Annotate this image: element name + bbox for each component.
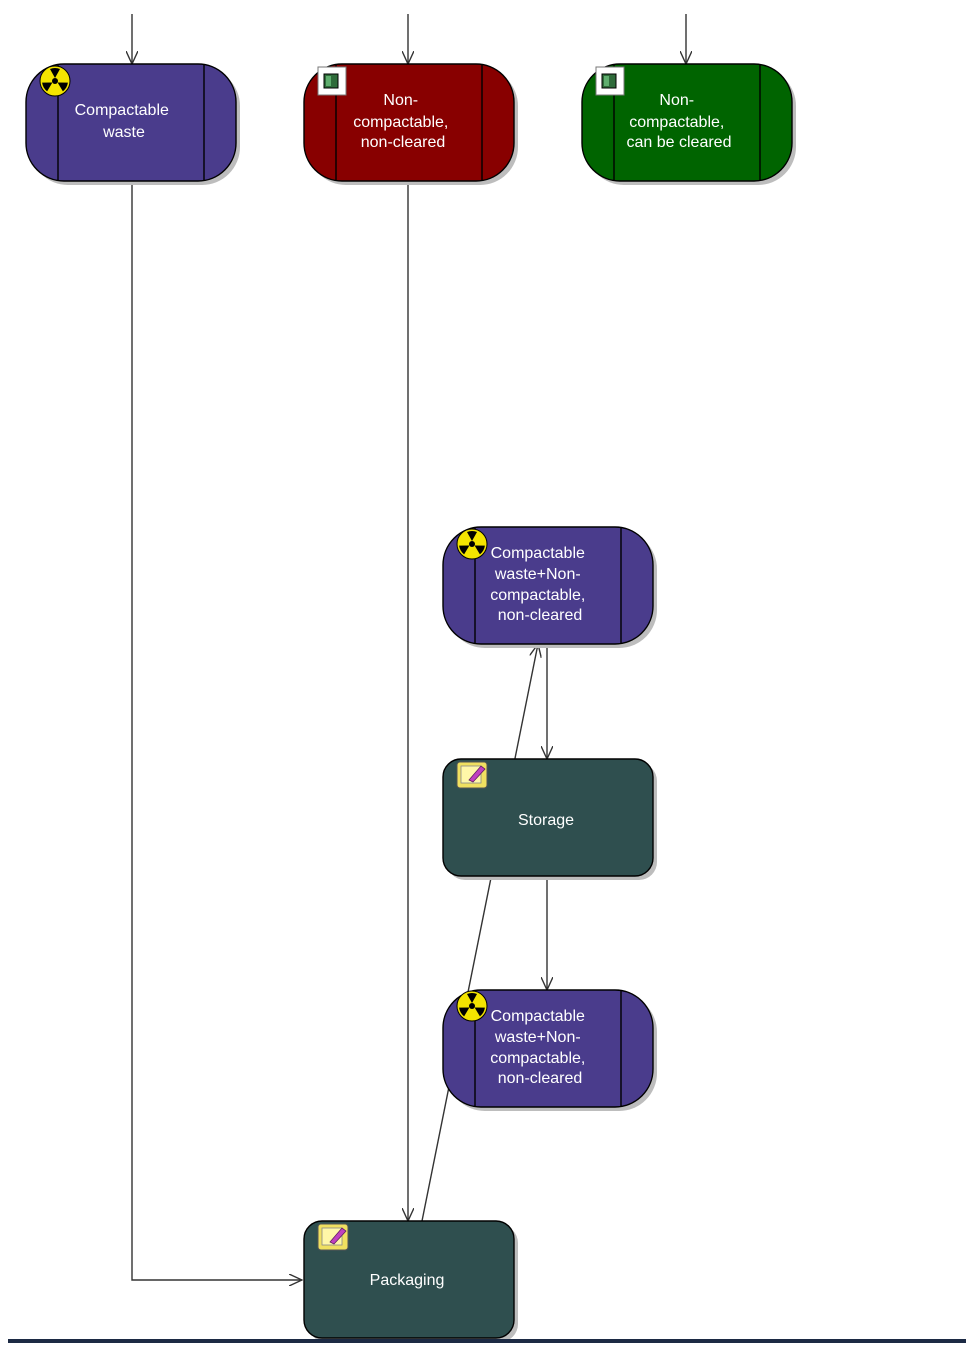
label-line: Storage (518, 812, 574, 829)
node-label: Compactable waste+Non- compactable, non-… (490, 545, 590, 624)
material-icon (595, 66, 625, 96)
node-combined-waste-1[interactable]: Compactable waste+Non- compactable, non-… (442, 526, 657, 648)
label-line: non-cleared (361, 134, 446, 151)
node-compactable-waste[interactable]: Compactable waste (25, 63, 240, 185)
edges (132, 14, 686, 1280)
node-label: Packaging (370, 1272, 445, 1289)
edge-compactable-waste-to-packaging (131, 182, 302, 1280)
radiation-icon (456, 990, 488, 1022)
node-body (303, 1220, 515, 1339)
edge-packaging-to-combined-waste (421, 644, 538, 1222)
label-line: can be cleared (627, 134, 732, 151)
process-icon (456, 761, 488, 789)
node-body (25, 63, 237, 182)
label-line: compactable, (629, 114, 724, 131)
node-label: Non- compactable, non-cleared (353, 92, 453, 151)
node-body (442, 526, 654, 645)
label-line: Compactable (75, 102, 169, 119)
node-body (581, 63, 793, 182)
node-storage[interactable]: Storage (442, 758, 657, 880)
node-combined-waste-2[interactable]: Compactable waste+Non- compactable, non-… (442, 989, 657, 1111)
label-line: Compactable (491, 1008, 585, 1025)
label-line: compactable, (490, 1050, 585, 1067)
label-line: Compactable (491, 545, 585, 562)
label-line: non-cleared (498, 1070, 583, 1087)
node-label: Compactable waste+Non- compactable, non-… (490, 1008, 590, 1087)
label-line: Packaging (370, 1272, 445, 1289)
process-icon (317, 1223, 349, 1251)
node-body (442, 758, 654, 877)
node-label: Compactable waste (75, 102, 174, 141)
label-line: Non- (659, 92, 694, 109)
material-icon (317, 66, 347, 96)
node-body (442, 989, 654, 1108)
label-line: waste (102, 124, 145, 141)
node-body (303, 63, 515, 182)
radiation-icon (39, 65, 71, 97)
node-non-compactable-cleared[interactable]: Non- compactable, can be cleared (581, 63, 796, 185)
label-line: waste+Non- (494, 566, 581, 583)
label-line: non-cleared (498, 607, 583, 624)
label-line: compactable, (490, 587, 585, 604)
node-non-compactable-non-cleared[interactable]: Non- compactable, non-cleared (303, 63, 518, 185)
canvas-bottom-border (8, 1339, 966, 1343)
radiation-icon (456, 528, 488, 560)
node-label: Non- compactable, can be cleared (627, 92, 732, 151)
node-packaging[interactable]: Packaging (303, 1220, 518, 1342)
node-label: Storage (518, 812, 574, 829)
label-line: Non- (383, 92, 418, 109)
label-line: compactable, (353, 114, 448, 131)
label-line: waste+Non- (494, 1029, 581, 1046)
